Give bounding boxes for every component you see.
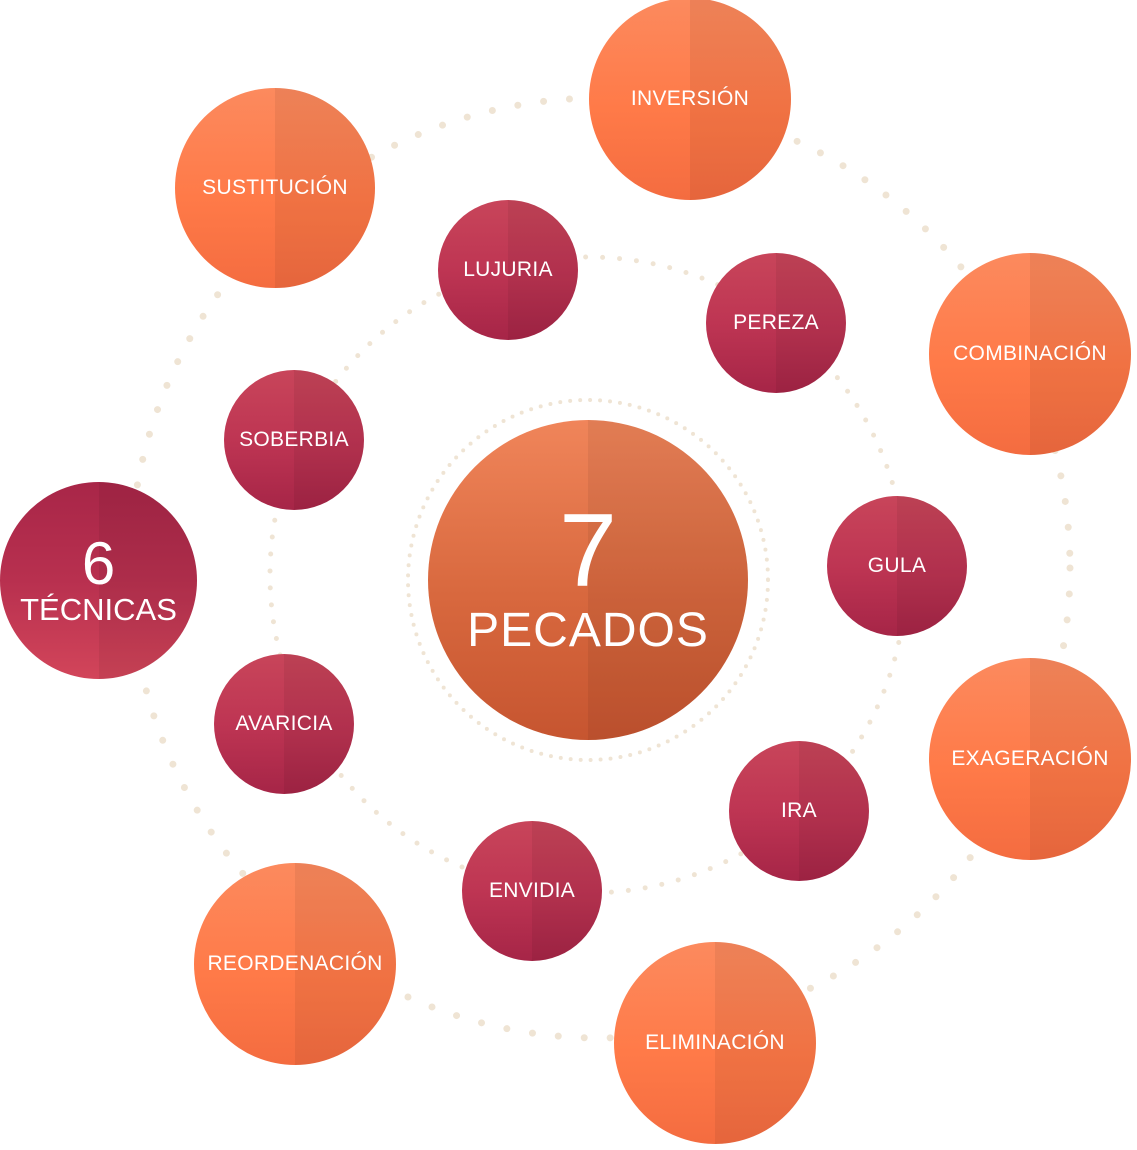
sin-label: PEREZA bbox=[733, 311, 819, 334]
technique-label: EXAGERACIÓN bbox=[951, 747, 1109, 770]
technique-label: COMBINACIÓN bbox=[953, 342, 1107, 365]
center-label: PECADOS bbox=[467, 604, 709, 657]
center-7-pecados: 7 PECADOS bbox=[428, 420, 748, 740]
sin-gula: GULA bbox=[827, 496, 967, 636]
6-tecnicas-badge: 6 TÉCNICAS bbox=[0, 482, 197, 679]
technique-label: ELIMINACIÓN bbox=[645, 1031, 785, 1054]
techniques-label: TÉCNICAS bbox=[20, 591, 177, 627]
technique-exageracion: EXAGERACIÓN bbox=[929, 658, 1131, 860]
sin-label: AVARICIA bbox=[235, 712, 333, 735]
technique-inversion: INVERSIÓN bbox=[589, 0, 791, 200]
sin-envidia: ENVIDIA bbox=[462, 821, 602, 961]
outer-dotted-ring bbox=[126, 94, 1074, 1042]
technique-label: INVERSIÓN bbox=[630, 87, 750, 110]
sin-label: SOBERBIA bbox=[239, 428, 349, 451]
sin-soberbia: SOBERBIA bbox=[224, 370, 364, 510]
technique-combinacion: COMBINACIÓN bbox=[929, 253, 1131, 455]
sin-ira: IRA bbox=[729, 741, 869, 881]
technique-sustitucion: SUSTITUCIÓN bbox=[175, 88, 375, 288]
technique-label: REORDENACIÓN bbox=[207, 952, 383, 975]
technique-eliminacion: ELIMINACIÓN bbox=[614, 942, 816, 1144]
inner-dotted-ring bbox=[406, 398, 770, 762]
technique-reordenacion: REORDENACIÓN bbox=[194, 863, 396, 1065]
sin-label: ENVIDIA bbox=[488, 879, 576, 902]
technique-label: SUSTITUCIÓN bbox=[202, 176, 348, 199]
sin-lujuria: LUJURIA bbox=[438, 200, 578, 340]
sin-label: IRA bbox=[781, 799, 817, 822]
sin-avaricia: AVARICIA bbox=[214, 654, 354, 794]
techniques-number: 6 bbox=[81, 529, 116, 597]
center-number: 7 bbox=[559, 493, 617, 609]
sin-pereza: PEREZA bbox=[706, 253, 846, 393]
sin-label: GULA bbox=[867, 554, 927, 577]
sin-label: LUJURIA bbox=[463, 258, 553, 281]
